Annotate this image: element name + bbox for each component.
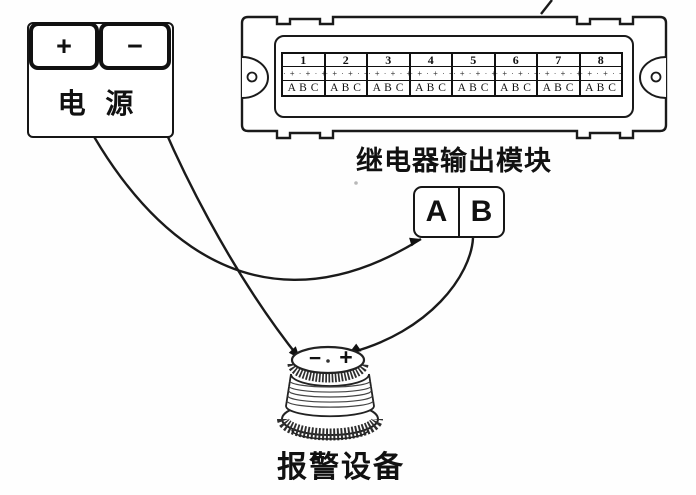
section-number: 8: [580, 54, 621, 67]
left-screw-hole: [246, 71, 258, 83]
section-contacts: · + · + · + ·: [283, 67, 324, 81]
section-contacts: · + · + · + ·: [368, 67, 409, 81]
section-abc: A B C: [287, 82, 319, 94]
section-number: 2: [325, 54, 366, 67]
wire-b-to-alarm-plus: [348, 237, 475, 355]
arrowhead-to-a: [409, 237, 421, 247]
section-number: 7: [538, 54, 579, 67]
power-plus-terminal: +: [29, 22, 99, 70]
power-plus-label: +: [56, 30, 72, 61]
alarm-center-dot: [326, 359, 330, 363]
alarm-device-art: [277, 345, 383, 441]
section-abc: A B C: [415, 82, 447, 94]
power-minus-label: −: [127, 30, 143, 61]
power-supply-label: 电 源: [57, 88, 140, 119]
terminal-b-label: B: [470, 195, 493, 228]
section-abc: A B C: [372, 82, 404, 94]
smudge-dot: [354, 181, 358, 185]
section-number: 3: [368, 54, 409, 67]
alarm-plus-terminal: +: [339, 344, 353, 370]
section-abc: A B C: [457, 82, 489, 94]
section-abc: A B C: [330, 82, 362, 94]
alarm-minus-terminal: −: [308, 347, 322, 370]
section-number: 6: [495, 54, 536, 67]
section-abc: A B C: [542, 82, 574, 94]
terminal-section-1: 1 · + · + · + · A B C: [283, 54, 326, 95]
terminal-section-4: 4 · + · + · + · A B C: [410, 54, 453, 95]
terminal-section-5: 5 · + · + · + · A B C: [453, 54, 496, 95]
ab-connector: A B: [413, 186, 505, 238]
section-contacts: · + · + · + ·: [538, 67, 579, 81]
section-contacts: · + · + · + ·: [325, 67, 366, 81]
section-contacts: · + · + · + ·: [495, 67, 536, 81]
terminal-a-label: A: [425, 195, 448, 228]
connector-terminal-a: A: [415, 188, 460, 236]
section-abc: A B C: [500, 82, 532, 94]
terminal-strip: 1 · + · + · + · A B C 2 · + · + · + · A …: [281, 52, 623, 97]
section-contacts: · + · + · + ·: [410, 67, 451, 81]
terminal-section-3: 3 · + · + · + · A B C: [368, 54, 411, 95]
terminal-section-7: 7 · + · + · + · A B C: [538, 54, 581, 95]
section-abc: A B C: [585, 82, 617, 94]
terminal-section-6: 6 · + · + · + · A B C: [495, 54, 538, 95]
power-minus-terminal: −: [99, 22, 171, 70]
right-screw-hole: [650, 71, 662, 83]
offscreen-wire: [540, 0, 553, 15]
relay-module-label: 继电器输出模块: [356, 146, 552, 176]
terminal-section-8: 8 · + · + · + · A B C: [580, 54, 621, 95]
section-contacts: · + · + · + ·: [580, 67, 621, 81]
section-number: 1: [283, 54, 324, 67]
section-number: 4: [410, 54, 451, 67]
alarm-device-label: 报警设备: [277, 451, 405, 484]
section-number: 5: [453, 54, 494, 67]
connector-terminal-b: B: [460, 188, 503, 236]
terminal-section-2: 2 · + · + · + · A B C: [325, 54, 368, 95]
section-contacts: · + · + · + ·: [453, 67, 494, 81]
